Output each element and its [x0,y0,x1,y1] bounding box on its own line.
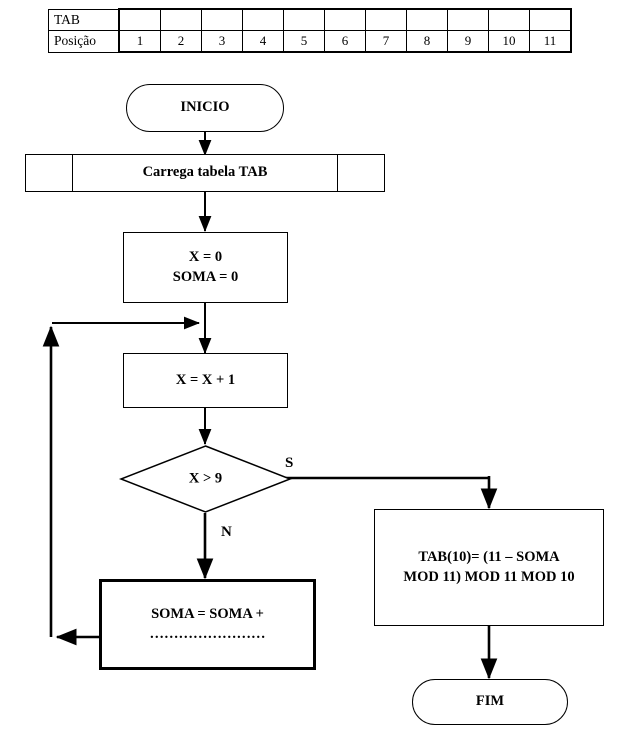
node-end[interactable]: FIM [412,679,568,725]
node-init-line2: SOMA = 0 [172,268,239,285]
table-cell-pos-2: 2 [160,30,202,53]
node-increment[interactable]: X = X + 1 [123,353,288,408]
node-accumulate-line1: SOMA = SOMA + [151,605,264,622]
node-init-line1: X = 0 [188,248,223,265]
node-start[interactable]: INICIO [126,84,284,132]
table-cell-pos-11: 11 [529,30,572,53]
node-init[interactable]: X = 0 SOMA = 0 [123,232,288,303]
tab-position-table: TAB Posição 1 2 3 4 5 6 7 8 9 10 11 [48,8,572,53]
table-cell-pos-4: 4 [242,30,284,53]
branch-label-no: N [221,524,232,540]
subroutine-right-bar [337,155,338,191]
branch-label-yes: S [285,455,294,471]
table-cell-pos-7: 7 [365,30,407,53]
node-decision[interactable]: X > 9 [118,444,293,514]
node-load-table-label: Carrega tabela TAB [142,164,268,181]
node-start-label: INICIO [180,99,230,116]
table-cell-pos-9: 9 [447,30,489,53]
table-row-tab: TAB [48,8,572,31]
node-load-table[interactable]: Carrega tabela TAB [25,154,385,192]
decision-diamond-shape [118,445,293,513]
node-accumulate-line2: …………………… [149,625,266,642]
subroutine-left-bar [72,155,73,191]
table-row-posicao: Posição 1 2 3 4 5 6 7 8 9 10 11 [48,30,572,53]
table-row-label-posicao: Posição [48,30,120,53]
node-accumulate[interactable]: SOMA = SOMA + …………………… [99,579,316,670]
node-increment-label: X = X + 1 [175,371,236,388]
node-decision-label: X > 9 [188,470,223,487]
node-compute-line2: MOD 11) MOD 11 MOD 10 [403,568,575,585]
node-compute-check-digit[interactable]: TAB(10)= (11 – SOMA MOD 11) MOD 11 MOD 1… [374,509,604,626]
node-compute-line1: TAB(10)= (11 – SOMA [418,548,560,565]
node-end-label: FIM [475,693,505,710]
table-cell-pos-10: 10 [488,30,530,53]
